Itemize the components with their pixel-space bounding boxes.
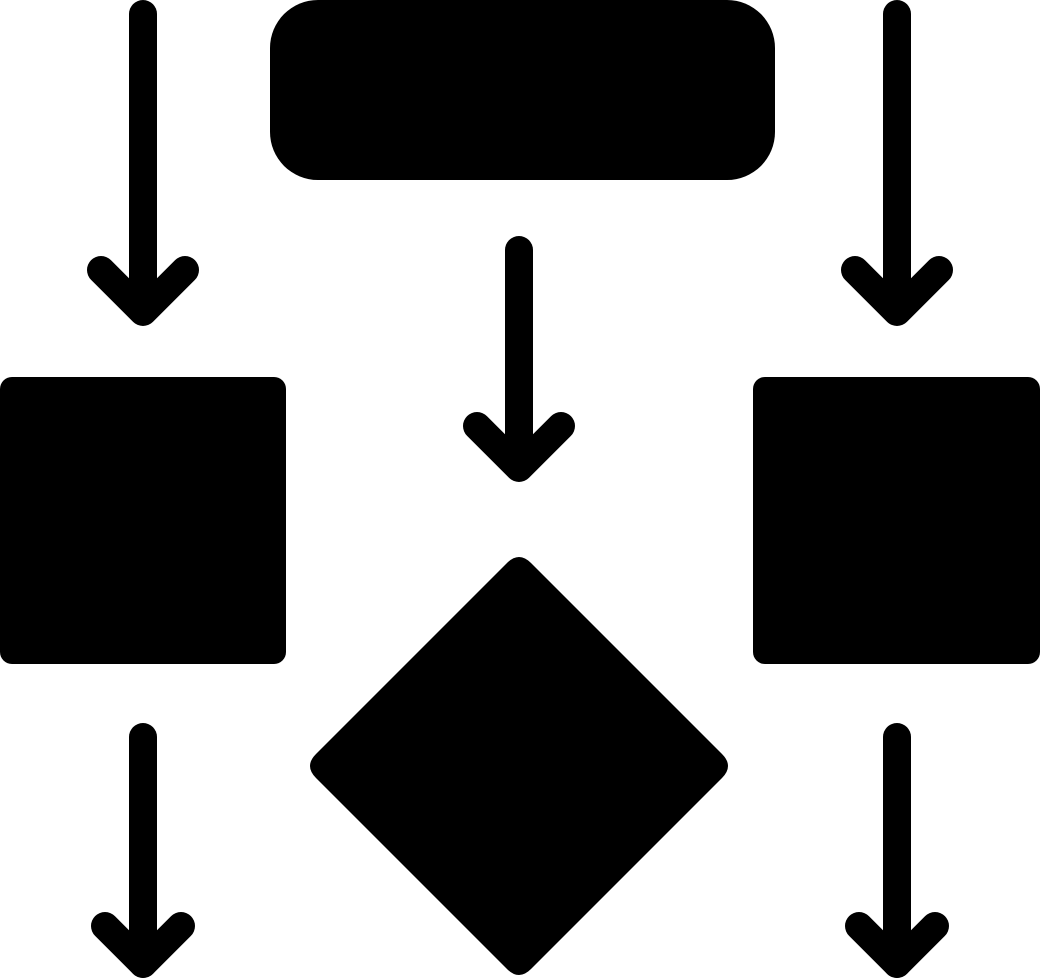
arrow-top-right	[841, 0, 953, 326]
terminator-shape	[270, 0, 775, 180]
process-box-right	[753, 377, 1040, 664]
process-box-left	[0, 377, 286, 664]
decision-diamond	[310, 557, 728, 975]
arrows-group	[87, 0, 953, 978]
arrow-bottom-right	[845, 723, 949, 978]
arrow-center	[463, 236, 575, 482]
arrow-top-left	[87, 0, 199, 326]
arrow-bottom-left	[91, 723, 195, 978]
